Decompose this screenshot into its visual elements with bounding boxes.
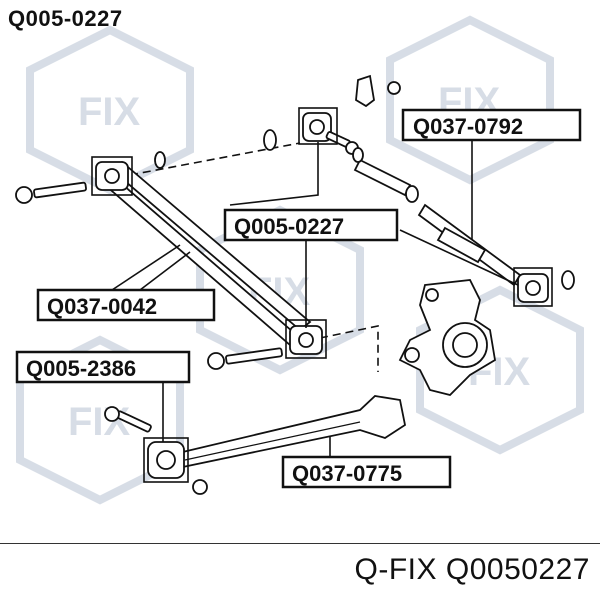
label-q005-2386: Q005-2386 [15,350,191,384]
leader-line [111,244,181,291]
highlight-box [91,156,133,196]
watermark-tile: FIX [26,25,194,195]
highlight-box [513,267,553,307]
steering-knuckle [398,279,496,396]
bushing-top-center [302,112,332,142]
svg-text:Q005-2386: Q005-2386 [26,356,136,381]
highlight-box [298,107,338,145]
svg-text:Q037-0792: Q037-0792 [413,114,523,139]
nut [192,479,208,495]
toe-adjust-link [353,158,522,287]
label-q037-0775: Q037-0775 [281,455,452,489]
svg-text:Q005-0227: Q005-0227 [234,214,344,239]
bolt-left [15,181,87,204]
leader-line [139,251,191,291]
svg-text:Q037-0775: Q037-0775 [292,461,402,486]
bushing-upper-left [95,161,129,191]
axis-line [319,325,379,372]
brand-caption: Q-FIX Q0050227 [354,553,590,586]
part-number-title: Q005-0227 [8,6,123,31]
watermark-logo-text: FIX [78,90,141,134]
highlight-box [143,437,189,483]
leader-line [229,142,319,206]
bushing-right [517,273,549,303]
washer [263,129,277,151]
label-q037-0792: Q037-0792 [401,108,582,142]
svg-text:Q037-0042: Q037-0042 [47,294,157,319]
washer [154,151,166,169]
bracket-top [355,74,401,108]
washer [561,270,575,290]
watermark-logo-text: FIX [68,400,131,444]
leader-line [399,229,519,286]
bolt-lower [104,406,152,433]
footer-divider [0,543,600,544]
bushing-middle [289,325,323,355]
label-q037-0042: Q037-0042 [36,288,216,322]
watermark-tile: FIX [386,15,554,185]
bolt-middle [207,347,283,370]
nut [352,147,364,163]
label-q005-0227: Q005-0227 [223,208,399,242]
bushing-lower [147,441,185,479]
lower-trailing-arm [168,395,407,470]
highlight-box [285,319,327,359]
nut [405,185,419,203]
